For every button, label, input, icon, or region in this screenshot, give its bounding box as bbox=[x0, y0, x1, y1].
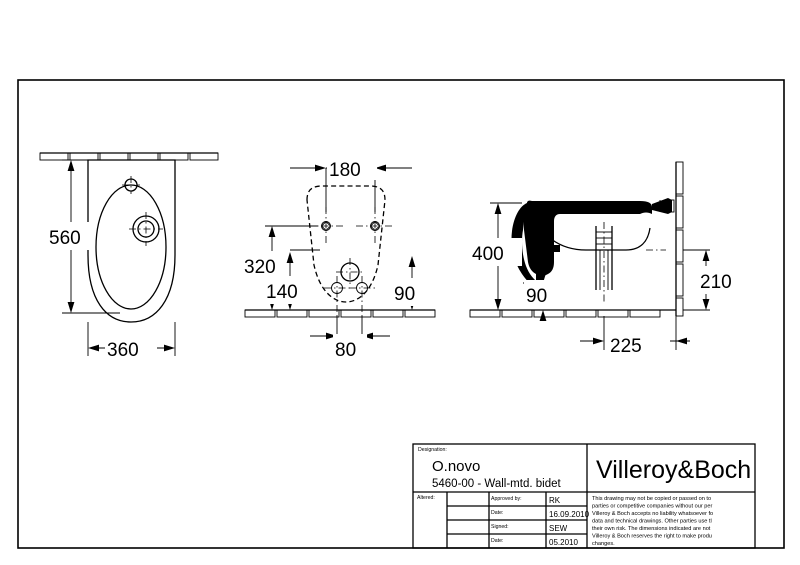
dim-180: 180 bbox=[290, 153, 412, 212]
dim-90-rear-text: 90 bbox=[394, 284, 415, 305]
sheet-border bbox=[17, 79, 785, 549]
approved-by-value: RK bbox=[549, 496, 561, 505]
bidet-outlet-detail bbox=[595, 226, 613, 290]
dim-80-text: 80 bbox=[335, 340, 356, 361]
approved-by-label: Approved by: bbox=[491, 496, 522, 502]
dim-400-text: 400 bbox=[472, 244, 504, 265]
bidet-bowl-wing bbox=[511, 203, 539, 289]
legal-line-3: Villeroy & Boch accepts no liability wha… bbox=[592, 511, 713, 517]
dim-210-text: 210 bbox=[700, 272, 732, 293]
rear-floor-hatch bbox=[244, 309, 436, 318]
signed-date-label: Date: bbox=[491, 538, 503, 544]
dim-140-text: 140 bbox=[266, 282, 298, 303]
dim-90-side-text: 90 bbox=[526, 286, 547, 307]
lower-mounting-hole-right bbox=[349, 276, 375, 316]
dim-90-side: 90 bbox=[524, 250, 562, 321]
legal-line-4: data and technical drawings. Other parti… bbox=[592, 519, 712, 525]
dim-90-rear: 90 bbox=[392, 256, 430, 310]
lower-mounting-hole-left bbox=[324, 276, 350, 316]
legal-line-7: changes. bbox=[592, 541, 615, 547]
side-wall bbox=[675, 161, 684, 317]
wall-bracket-fitting bbox=[652, 198, 675, 214]
dim-225-text: 225 bbox=[610, 336, 642, 357]
bidet-rim-inner bbox=[95, 184, 167, 310]
dim-320-text: 320 bbox=[244, 257, 276, 278]
altered-label: Altered: bbox=[417, 495, 435, 501]
dim-400: 400 bbox=[470, 203, 522, 310]
brand-logo: Villeroy&Boch bbox=[596, 456, 751, 484]
dim-180-text: 180 bbox=[329, 160, 361, 181]
bidet-dashed-outline bbox=[306, 185, 386, 303]
title-block-frame bbox=[412, 443, 756, 549]
dim-225: 225 bbox=[580, 316, 690, 357]
product-name: O.novo bbox=[432, 458, 480, 475]
legal-line-5: their own risk. The dimensions indicated… bbox=[592, 526, 711, 532]
legal-line-1: This drawing may not be copied or passed… bbox=[592, 496, 711, 502]
dim-560-text: 560 bbox=[49, 228, 81, 249]
side-section-view: 400 90 210 225 bbox=[469, 161, 750, 357]
rear-waste-outlet bbox=[336, 258, 364, 286]
upper-mounting-hole-right bbox=[356, 207, 394, 246]
signed-value: SEW bbox=[549, 524, 568, 533]
waste-outlet bbox=[129, 212, 163, 246]
legal-line-6: Villeroy & Boch reserves the right to ma… bbox=[592, 534, 712, 540]
signed-label: Signed: bbox=[491, 524, 509, 530]
signed-date-value: 05.2010 bbox=[549, 538, 578, 547]
approved-date-label: Date: bbox=[491, 510, 503, 516]
tap-hole bbox=[122, 176, 140, 194]
side-floor-hatch bbox=[469, 309, 676, 318]
plan-view: 560 360 bbox=[39, 152, 219, 361]
title-block: Designation: O.novo 5460-00 - Wall-mtd. … bbox=[412, 443, 756, 549]
dim-360-text: 360 bbox=[107, 340, 139, 361]
legal-disclaimer: This drawing may not be copied or passed… bbox=[592, 496, 713, 547]
bidet-outer-outline bbox=[87, 159, 176, 323]
dim-80: 80 bbox=[310, 316, 390, 361]
dim-360: 360 bbox=[88, 334, 175, 361]
product-code: 5460-00 - Wall-mtd. bidet bbox=[432, 478, 561, 490]
bidet-side-profile bbox=[523, 200, 652, 283]
dim-560: 560 bbox=[47, 160, 95, 313]
legal-line-2: parties or competitive companies without… bbox=[592, 504, 712, 510]
plan-wall-hatch bbox=[39, 152, 219, 161]
dim-210: 210 bbox=[698, 250, 750, 310]
designation-label: Designation: bbox=[418, 447, 447, 453]
dim-320: 320 bbox=[242, 226, 294, 310]
rear-view: 180 320 140 90 bbox=[242, 153, 436, 361]
approved-date-value: 16.09.2010 bbox=[549, 510, 590, 519]
upper-mounting-hole-left bbox=[307, 207, 345, 246]
bidet-basin-outline bbox=[530, 209, 651, 251]
dim-140: 140 bbox=[264, 249, 320, 310]
